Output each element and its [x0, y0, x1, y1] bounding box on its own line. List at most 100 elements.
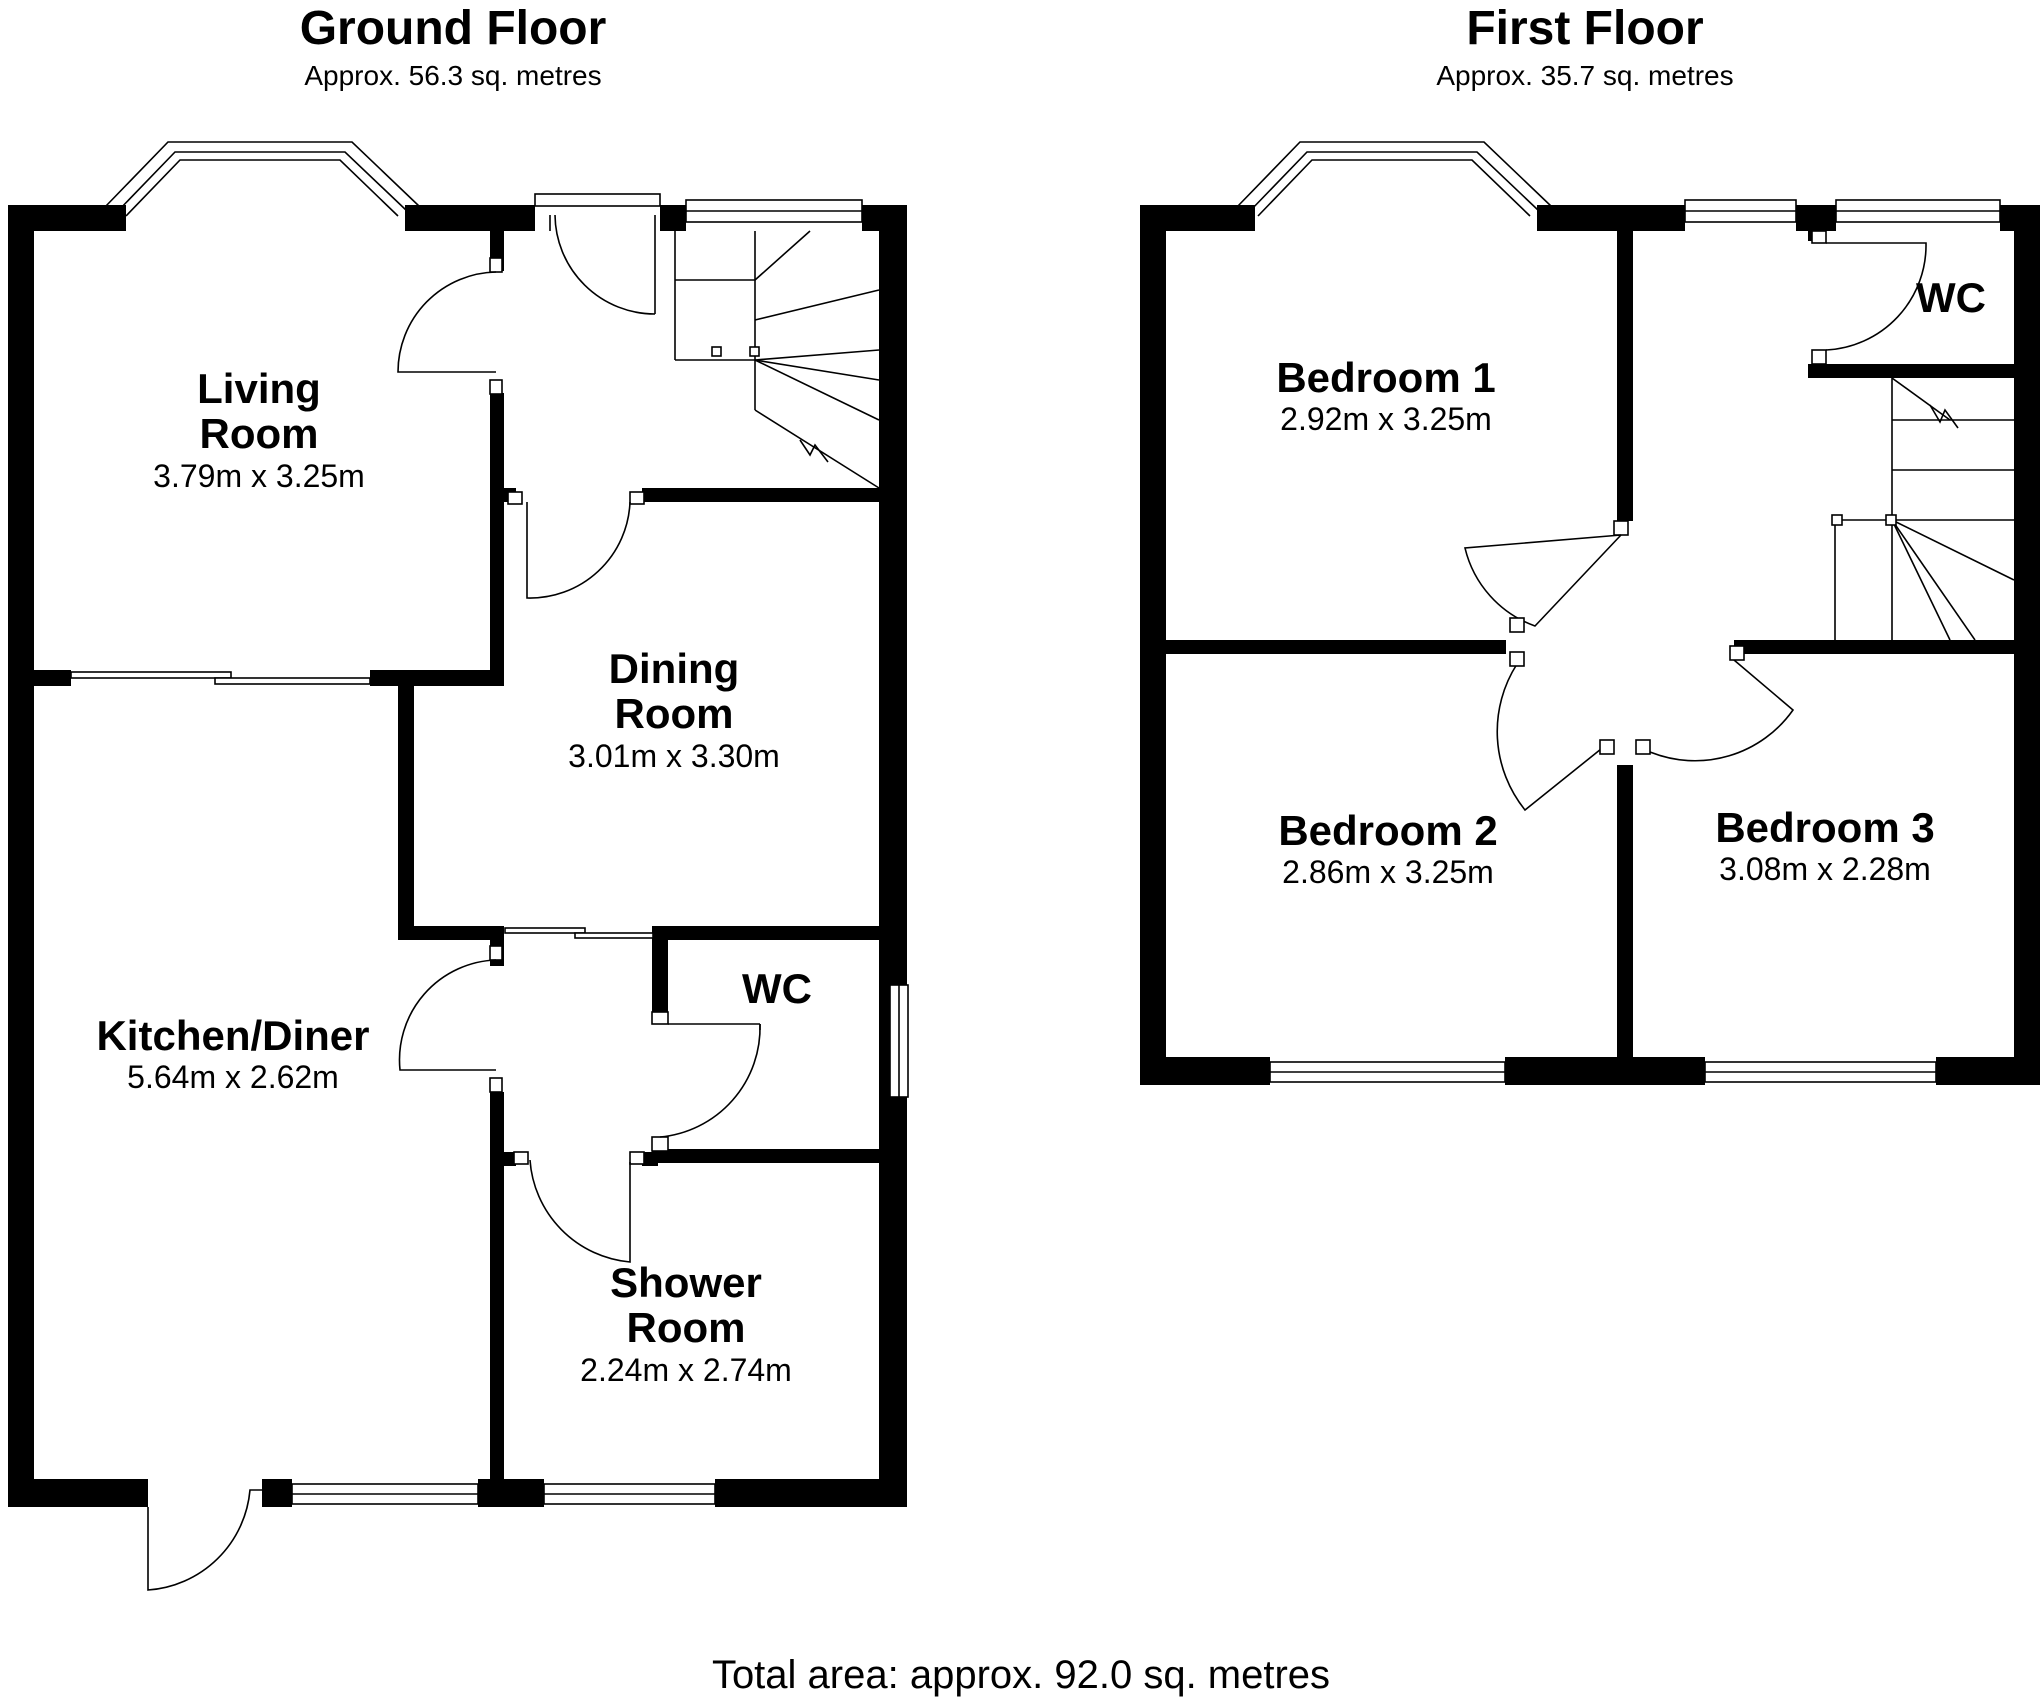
wall: [502, 1152, 516, 1166]
wall: [1140, 205, 1255, 231]
door-jamb: [1509, 617, 1525, 633]
wall: [1796, 205, 1836, 231]
room-label-bedroom-1: Bedroom 1 2.92m x 3.25m: [1276, 354, 1495, 437]
room-label-wc: WC: [742, 965, 812, 1012]
kitchen-door-swing: [398, 959, 497, 1071]
room-name: Shower: [610, 1259, 762, 1306]
door-jamb: [1635, 739, 1651, 755]
room-label-dining-room: Dining Room 3.01m x 3.30m: [568, 645, 780, 774]
staircase: [1831, 377, 2015, 641]
room-name: Bedroom 2: [1278, 807, 1497, 854]
wall: [370, 670, 504, 686]
front-door-swing: [549, 214, 656, 315]
bay-window: [117, 151, 408, 212]
wall: [490, 393, 504, 682]
staircase: [674, 230, 880, 489]
door-jamb: [1509, 651, 1525, 667]
sliding-door: [214, 677, 371, 685]
door-jamb: [1811, 230, 1827, 244]
wall: [1140, 1057, 1270, 1085]
door-jamb: [489, 1077, 503, 1093]
wall: [1140, 205, 1166, 1085]
first-floor-plan: [1140, 141, 2040, 1085]
wall: [8, 1479, 148, 1507]
bedroom-1-door-swing: [1464, 534, 1622, 627]
bedroom-2-door-swing: [1496, 663, 1607, 812]
room-label-bedroom-3: Bedroom 3 3.08m x 2.28m: [1715, 804, 1934, 887]
door-jamb: [1811, 349, 1827, 365]
wall: [8, 205, 126, 231]
first-floor-area: Approx. 35.7 sq. metres: [1436, 60, 1733, 91]
room-label-bedroom-2: Bedroom 2 2.86m x 3.25m: [1278, 807, 1497, 890]
room-name: Kitchen/Diner: [96, 1012, 369, 1059]
front-door-frame: [534, 193, 661, 207]
wall: [405, 205, 535, 231]
wall: [398, 926, 504, 940]
room-name: Room: [627, 1304, 746, 1351]
wall: [1505, 1057, 1705, 1085]
room-dimensions: 2.24m x 2.74m: [580, 1352, 792, 1388]
wall: [34, 670, 71, 686]
room-dimensions: 5.64m x 2.62m: [127, 1059, 339, 1095]
door-jamb: [507, 491, 523, 505]
wall: [490, 1479, 504, 1507]
room-dimensions: 2.86m x 3.25m: [1282, 854, 1494, 890]
door-jamb: [651, 1011, 669, 1025]
wall: [1734, 640, 2014, 654]
wall: [490, 1092, 504, 1492]
door-jamb: [489, 945, 503, 961]
room-label-shower-room: Shower Room 2.24m x 2.74m: [580, 1259, 792, 1388]
room-dimensions: 3.08m x 2.28m: [1719, 851, 1931, 887]
ground-floor-plan: [8, 141, 909, 1591]
wall: [1936, 1057, 2040, 1085]
bay-window: [1249, 151, 1540, 212]
door-jamb: [489, 379, 503, 395]
bay-window: [1236, 141, 1553, 208]
bay-window: [1257, 159, 1531, 217]
wc-door-swing: [659, 1023, 761, 1138]
wall: [642, 488, 879, 502]
wall: [652, 1149, 879, 1163]
wall: [262, 1479, 292, 1507]
ground-floor-title: Ground Floor: [300, 2, 607, 55]
room-name: Room: [615, 690, 734, 737]
wall: [1617, 231, 1633, 521]
door-jamb: [629, 1151, 645, 1165]
door-jamb: [651, 1136, 669, 1152]
room-name: Bedroom 1: [1276, 354, 1495, 401]
door-jamb: [629, 491, 645, 505]
wall: [1537, 205, 1685, 231]
first-floor-title: First Floor: [1466, 2, 1703, 55]
door-jamb: [489, 257, 503, 273]
room-name: Bedroom 3: [1715, 804, 1934, 851]
bay-window: [104, 141, 421, 208]
upstairs-wc-door-swing: [1825, 242, 1927, 351]
wall: [2014, 205, 2040, 1085]
living-room-door-swing: [397, 271, 497, 373]
sliding-door: [70, 671, 232, 679]
wall: [879, 205, 907, 1507]
wall: [642, 1152, 658, 1166]
total-area: Total area: approx. 92.0 sq. metres: [712, 1653, 1330, 1697]
wall: [478, 1479, 544, 1507]
room-name: WC: [742, 965, 812, 1012]
room-dimensions: 2.92m x 3.25m: [1280, 401, 1492, 437]
door-jamb: [1729, 645, 1745, 661]
ground-floor-area: Approx. 56.3 sq. metres: [304, 60, 601, 91]
room-dimensions: 3.79m x 3.25m: [153, 458, 365, 494]
wall: [1166, 640, 1506, 654]
door-jamb: [1613, 520, 1629, 536]
back-door-swing: [147, 1489, 262, 1591]
room-dimensions: 3.01m x 3.30m: [568, 738, 780, 774]
wall: [652, 926, 668, 1016]
shower-door-swing: [529, 1159, 631, 1263]
room-label-living-room: Living Room 3.79m x 3.25m: [153, 365, 365, 494]
wall: [1617, 765, 1633, 1057]
room-name: WC: [1916, 274, 1986, 321]
room-label-kitchen-diner: Kitchen/Diner 5.64m x 2.62m: [96, 1012, 369, 1095]
room-label-wc-first: WC: [1916, 274, 1986, 321]
room-name: Living: [197, 365, 321, 412]
bay-window: [125, 159, 399, 217]
room-name: Dining: [609, 645, 740, 692]
